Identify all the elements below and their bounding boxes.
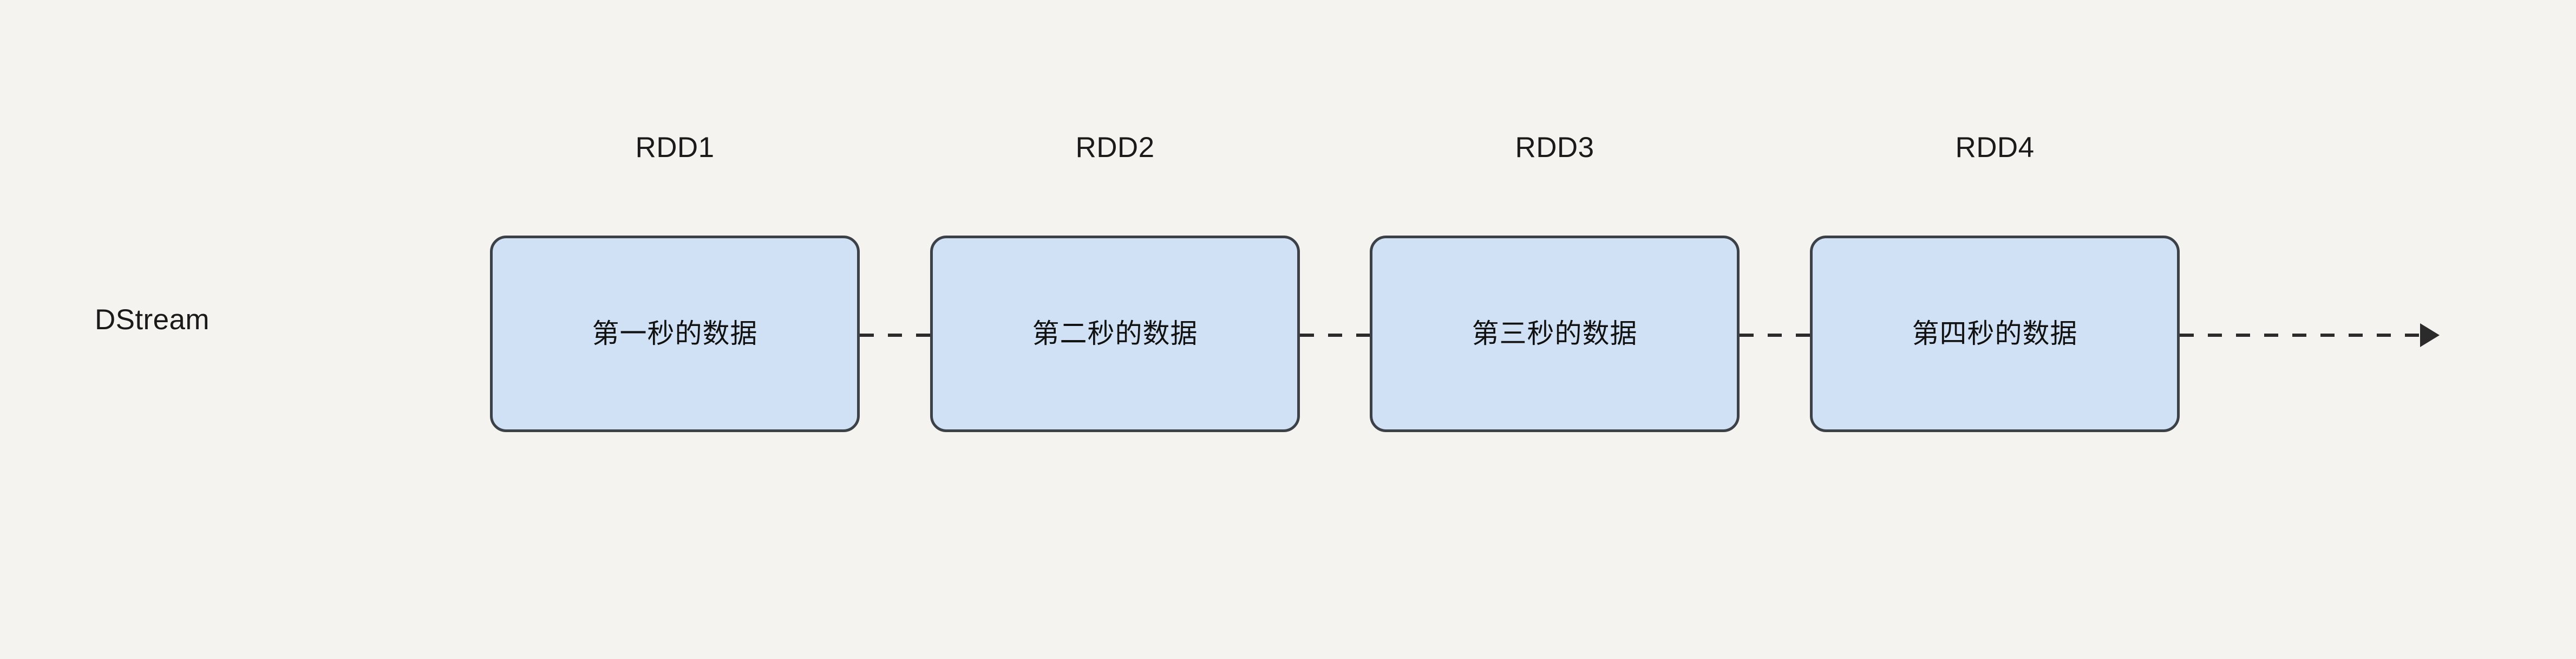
dstream-row-label: DStream bbox=[95, 304, 210, 336]
rdd-caption-1: RDD1 bbox=[635, 132, 715, 164]
rdd-caption-4: RDD4 bbox=[1955, 132, 2035, 164]
rdd-box-1[interactable]: 第一秒的数据 bbox=[490, 236, 860, 432]
rdd-box-label-3: 第三秒的数据 bbox=[1472, 318, 1638, 349]
rdd-box-4[interactable]: 第四秒的数据 bbox=[1810, 236, 2180, 432]
rdd-box-2[interactable]: 第二秒的数据 bbox=[930, 236, 1300, 432]
rdd-box-3[interactable]: 第三秒的数据 bbox=[1370, 236, 1740, 432]
rdd-box-label-2: 第二秒的数据 bbox=[1032, 318, 1198, 349]
rdd-caption-2: RDD2 bbox=[1075, 132, 1155, 164]
rdd-box-label-4: 第四秒的数据 bbox=[1912, 318, 2078, 349]
rdd-box-label-1: 第一秒的数据 bbox=[592, 318, 758, 349]
connector-3-4 bbox=[1740, 334, 1810, 337]
rdd-caption-3: RDD3 bbox=[1515, 132, 1594, 164]
arrow-head-icon bbox=[2420, 323, 2440, 347]
connector-2-3 bbox=[1300, 334, 1370, 337]
stream-continuation-arrow-line bbox=[2180, 334, 2423, 337]
connector-1-2 bbox=[860, 334, 930, 337]
